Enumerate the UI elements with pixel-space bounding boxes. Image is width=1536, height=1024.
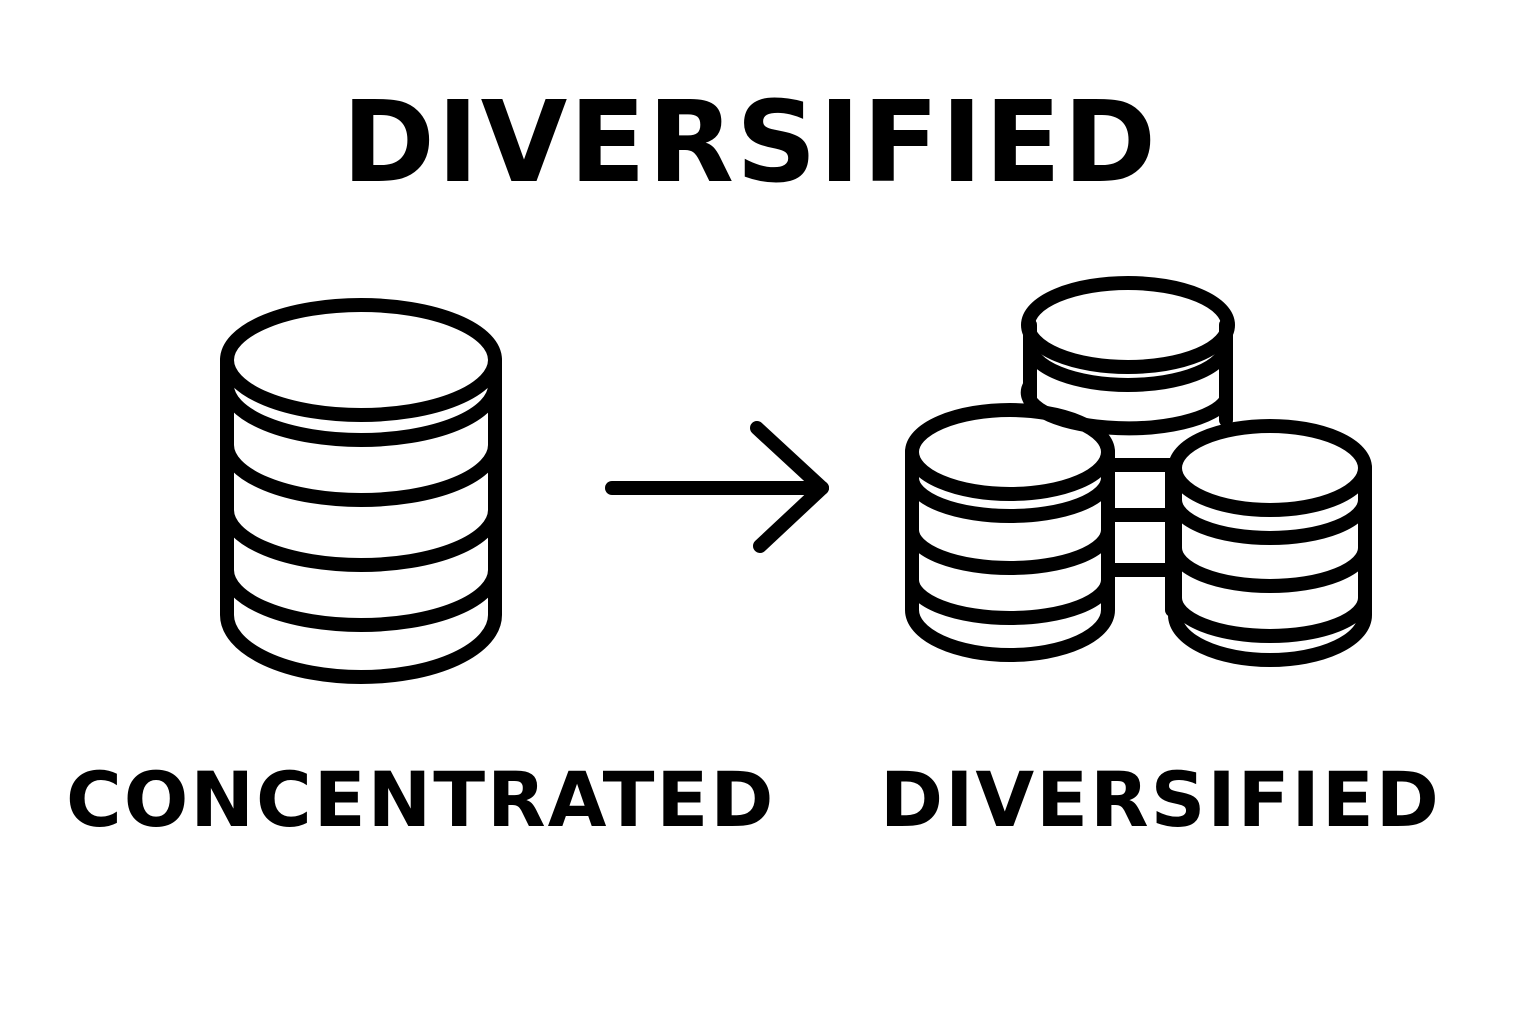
top-coin-stack bbox=[1020, 276, 1235, 436]
connector-bars bbox=[1103, 458, 1179, 617]
left-coin-stack bbox=[905, 403, 1115, 662]
multiple-coin-stacks-icon bbox=[905, 276, 1372, 667]
page-title: DIVERSIFIED bbox=[341, 78, 1159, 208]
concentrated-label: CONCENTRATED bbox=[66, 755, 776, 844]
arrow-right-icon bbox=[605, 421, 829, 553]
single-coin-stack-icon bbox=[220, 298, 502, 684]
diversified-label: DIVERSIFIED bbox=[880, 755, 1441, 844]
right-coin-stack bbox=[1168, 419, 1372, 667]
